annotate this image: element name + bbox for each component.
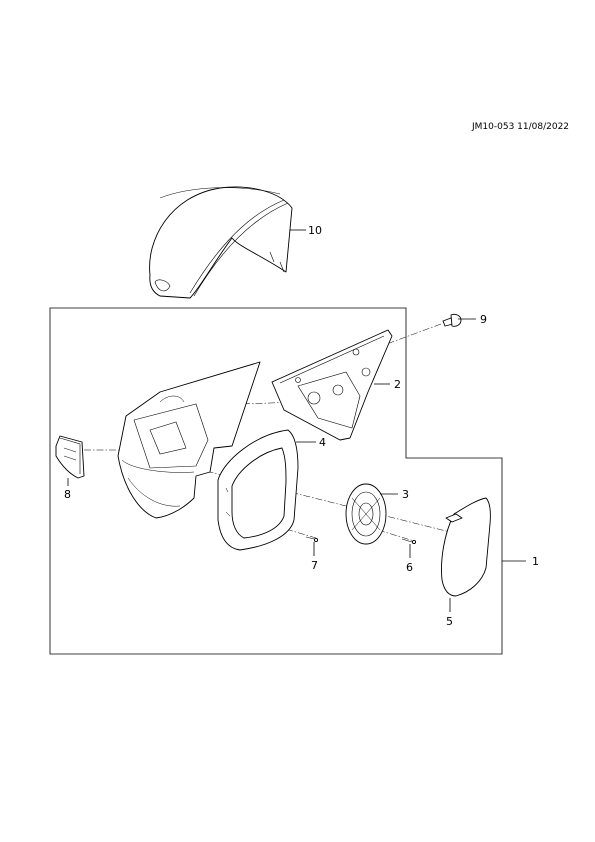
callout-4: 4 bbox=[319, 436, 326, 449]
assembly-frame bbox=[49, 307, 503, 655]
part-8-indicator-lamp bbox=[55, 435, 85, 479]
callout-8: 8 bbox=[64, 488, 71, 501]
part-10-mirror-cover bbox=[149, 186, 293, 299]
part-6-screw bbox=[401, 538, 417, 545]
callout-7: 7 bbox=[311, 559, 318, 572]
part-7-screw bbox=[305, 536, 319, 543]
callout-9: 9 bbox=[480, 313, 487, 326]
callout-2: 2 bbox=[394, 378, 401, 391]
part-2-mirror-base bbox=[271, 329, 393, 441]
part-5-mirror-glass bbox=[441, 497, 491, 597]
callout-5: 5 bbox=[446, 615, 453, 628]
callout-10: 10 bbox=[308, 224, 322, 237]
part-3-adjuster-motor bbox=[345, 483, 387, 545]
part-4-glass-frame bbox=[217, 429, 299, 551]
callout-3: 3 bbox=[402, 488, 409, 501]
leader-lines bbox=[67, 229, 526, 612]
callout-6: 6 bbox=[406, 561, 413, 574]
part-9-screw bbox=[442, 313, 462, 327]
mirror-housing-body bbox=[117, 361, 261, 519]
drawing-reference: JM10-053 11/08/2022 bbox=[472, 122, 570, 132]
callout-1: 1 bbox=[532, 555, 539, 568]
